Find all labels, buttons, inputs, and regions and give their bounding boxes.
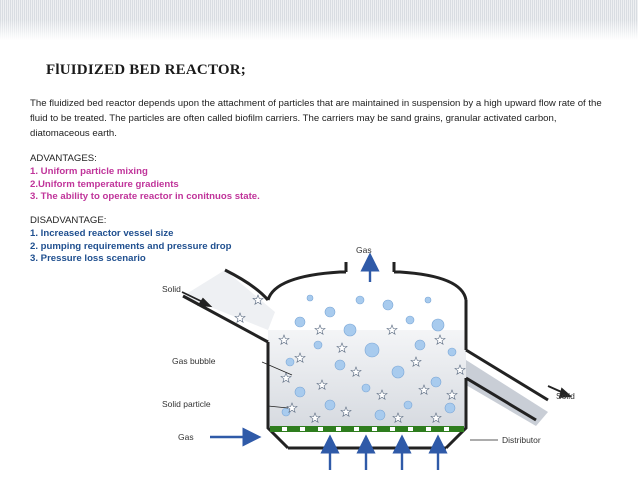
gas-inlet-label: Gas xyxy=(178,432,194,442)
distributor-plate xyxy=(270,426,464,432)
distributor-label: Distributor xyxy=(502,435,541,445)
solid-particle-label: Solid particle xyxy=(162,399,211,409)
header-band-fade xyxy=(0,20,638,40)
gas-bubble-label: Gas bubble xyxy=(172,356,216,366)
disadvantage-item: 1. Increased reactor vessel size xyxy=(30,228,174,239)
advantage-item: 1. Uniform particle mixing xyxy=(30,166,148,177)
disadvantage-item: 2. pumping requirements and pressure dro… xyxy=(30,240,232,252)
intro-paragraph: The fluidized bed reactor depends upon t… xyxy=(30,98,602,139)
solid-outlet-label: Solid xyxy=(556,391,575,401)
disadvantage-item: 3. Pressure loss scenario xyxy=(30,253,146,264)
advantage-item: 3. The ability to operate reactor in con… xyxy=(30,191,260,202)
leader-lines xyxy=(261,361,498,441)
solid-inlet-pipe xyxy=(183,270,275,330)
freeboard xyxy=(268,290,466,330)
flow-arrows xyxy=(210,252,448,470)
disadvantages-list: 1. Increased reactor vessel size 2. pump… xyxy=(30,228,232,266)
solid-arrows xyxy=(181,291,573,399)
solid-outlet-pipe xyxy=(466,360,548,426)
gas-outlet-label: Gas xyxy=(356,245,372,255)
disadvantages-heading: DISADVANTAGE: xyxy=(30,215,107,226)
fluidized-bed xyxy=(268,330,466,428)
advantages-list: 1. Uniform particle mixing 2.Uniform tem… xyxy=(30,166,260,204)
distributor-holes xyxy=(282,427,449,431)
advantages-heading: ADVANTAGES: xyxy=(30,153,97,164)
solid-inlet-label: Solid xyxy=(162,284,181,294)
slide-title: FlUIDIZED BED REACTOR; xyxy=(46,62,246,78)
advantage-item: 2.Uniform temperature gradients xyxy=(30,178,179,190)
gas-bubbles xyxy=(281,294,457,421)
